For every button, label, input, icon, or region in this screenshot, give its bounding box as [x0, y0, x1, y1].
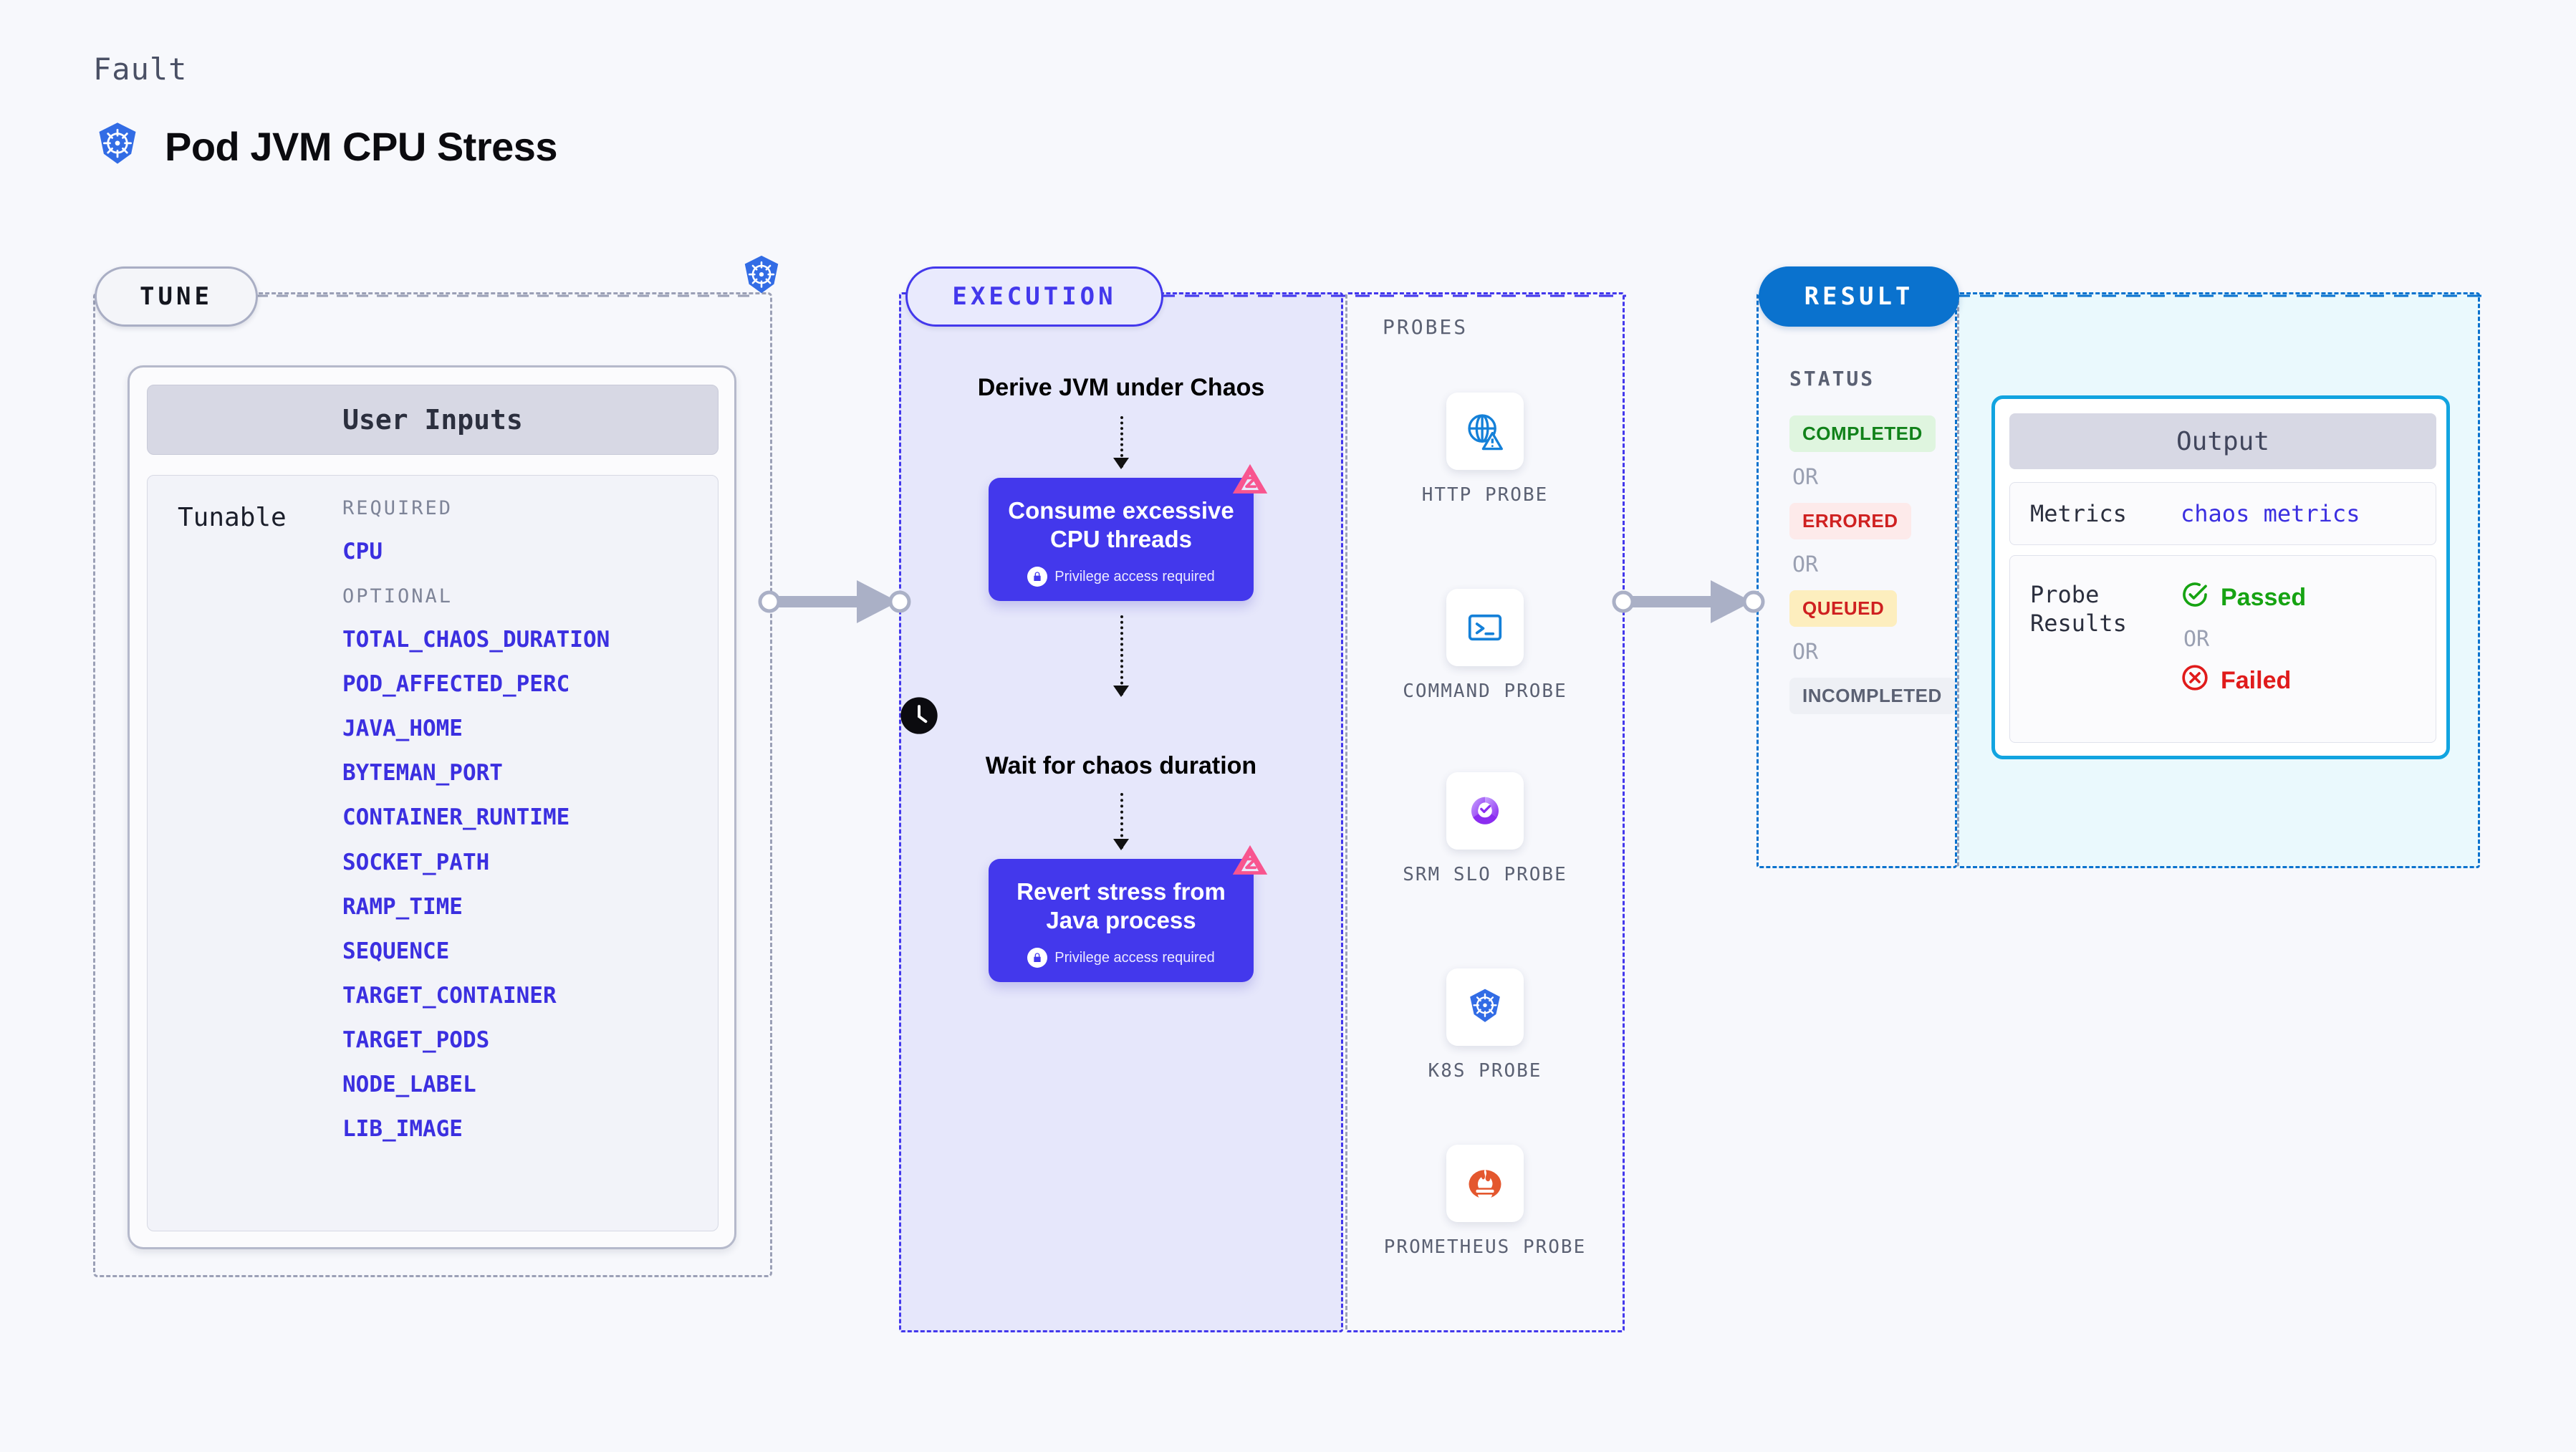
output-card: Output Metrics chaos metrics Probe Resul… [1991, 395, 2450, 759]
status-badge-incompleted: INCOMPLETED [1789, 678, 1955, 714]
check-circle-icon [2181, 580, 2209, 615]
probe-label: PROMETHEUS PROBE [1383, 1236, 1587, 1258]
privilege-text: Privilege access required [1054, 949, 1215, 966]
terminal-icon [1446, 589, 1524, 666]
prometheus-icon [1446, 1145, 1524, 1222]
srm-slo-icon [1446, 772, 1524, 850]
param-ramp-time[interactable]: RAMP_TIME [342, 893, 463, 920]
probe-http[interactable]: HTTP PROBE [1378, 393, 1592, 508]
status-list: COMPLETED OR ERRORED OR QUEUED OR INCOMP… [1789, 415, 1961, 714]
optional-heading: OPTIONAL [342, 585, 453, 608]
metrics-link[interactable]: chaos metrics [2181, 500, 2360, 527]
probe-results-key: Probe Results [2030, 581, 2127, 637]
status-badge-queued: QUEUED [1789, 590, 1898, 627]
passed-label: Passed [2221, 584, 2307, 611]
status-badge-errored: ERRORED [1789, 503, 1911, 539]
step-wait-chaos-duration: Wait for chaos duration [985, 752, 1257, 779]
param-node-label[interactable]: NODE_LABEL [342, 1072, 476, 1098]
result-dashed-link [1956, 294, 2482, 297]
flow-arrow-2 [1113, 615, 1129, 697]
tune-section [93, 292, 772, 1277]
probe-label: HTTP PROBE [1421, 484, 1549, 506]
execution-dashed-link [1160, 294, 1626, 297]
tune-to-execution-arrow [758, 580, 911, 623]
kubernetes-icon [1446, 968, 1524, 1046]
status-or-2: OR [1792, 552, 1819, 577]
probe-label: K8S PROBE [1428, 1060, 1542, 1082]
kubernetes-icon [739, 254, 784, 302]
status-title: STATUS [1789, 367, 1875, 390]
param-target-container[interactable]: TARGET_CONTAINER [342, 982, 557, 1009]
parameter-list: REQUIRED CPU OPTIONAL TOTAL_CHAOS_DURATI… [342, 497, 701, 1161]
status-badge-completed: COMPLETED [1789, 415, 1936, 452]
param-cpu[interactable]: CPU [342, 539, 383, 564]
globe-warning-icon [1446, 393, 1524, 470]
step-title: Revert stress from Java process [1017, 878, 1226, 933]
execution-to-result-arrow [1612, 580, 1765, 623]
step-title: Consume excessive CPU threads [1008, 496, 1234, 552]
required-heading: REQUIRED [342, 497, 453, 519]
clock-icon [899, 696, 1343, 739]
probe-prometheus[interactable]: PROMETHEUS PROBE [1378, 1145, 1592, 1260]
probe-result-passed: Passed [2181, 580, 2306, 615]
probe-command[interactable]: COMMAND PROBE [1378, 589, 1592, 704]
param-total-chaos-duration[interactable]: TOTAL_CHAOS_DURATION [342, 627, 610, 653]
result-pill[interactable]: RESULT [1759, 266, 1959, 327]
output-header: Output [2009, 413, 2436, 469]
kubernetes-icon [93, 120, 142, 173]
probe-result-values: Passed OR Failed [2181, 580, 2306, 698]
flow-arrow-1 [1113, 415, 1129, 469]
lock-icon [1027, 948, 1048, 968]
failed-label: Failed [2221, 667, 2292, 694]
tunable-panel: Tunable REQUIRED CPU OPTIONAL TOTAL_CHAO… [147, 475, 719, 1231]
probe-result-failed: Failed [2181, 663, 2306, 698]
param-byteman-port[interactable]: BYTEMAN_PORT [342, 760, 503, 787]
flow-arrow-3 [1113, 792, 1129, 850]
param-target-pods[interactable]: TARGET_PODS [342, 1027, 490, 1053]
privilege-note: Privilege access required [1004, 567, 1238, 587]
step-revert-stress[interactable]: Revert stress from Java process Privileg… [989, 845, 1268, 982]
lock-icon [1027, 567, 1048, 587]
x-circle-icon [2181, 663, 2209, 698]
metrics-key: Metrics [2030, 500, 2127, 527]
output-probe-results-row: Probe Results Passed OR [2009, 555, 2436, 743]
param-java-home[interactable]: JAVA_HOME [342, 716, 463, 742]
step-consume-cpu-threads[interactable]: Consume excessive CPU threads Privilege … [989, 463, 1268, 601]
tune-pill[interactable]: TUNE [95, 266, 258, 327]
page-title-text: Pod JVM CPU Stress [165, 124, 558, 169]
probe-label: COMMAND PROBE [1403, 681, 1567, 702]
param-container-runtime[interactable]: CONTAINER_RUNTIME [342, 804, 570, 831]
fault-eyebrow: Fault [93, 52, 188, 87]
probe-k8s[interactable]: K8S PROBE [1378, 968, 1592, 1084]
user-inputs-card: User Inputs Tunable REQUIRED CPU OPTIONA… [128, 365, 736, 1249]
litmus-icon [1229, 842, 1271, 887]
probe-label: SRM SLO PROBE [1403, 864, 1567, 885]
probe-srm-slo[interactable]: SRM SLO PROBE [1378, 772, 1592, 888]
probes-title: PROBES [1383, 315, 1469, 339]
status-or-3: OR [1792, 640, 1819, 665]
param-pod-affected-perc[interactable]: POD_AFFECTED_PERC [342, 671, 570, 698]
param-sequence[interactable]: SEQUENCE [342, 938, 450, 964]
litmus-icon [1229, 461, 1271, 506]
privilege-text: Privilege access required [1054, 568, 1215, 585]
output-metrics-row: Metrics chaos metrics [2009, 482, 2436, 545]
privilege-note: Privilege access required [1004, 948, 1238, 968]
tunable-label: Tunable [178, 503, 287, 532]
result-status-section [1756, 292, 1957, 868]
execution-pill[interactable]: EXECUTION [905, 266, 1163, 327]
step-derive-jvm: Derive JVM under Chaos [977, 374, 1265, 401]
execution-flow: Derive JVM under Chaos Consume excessive… [899, 372, 1343, 982]
status-or-1: OR [1792, 465, 1819, 490]
probe-result-or: OR [2183, 627, 2210, 652]
tune-dashed-link [256, 294, 758, 297]
param-lib-image[interactable]: LIB_IMAGE [342, 1116, 463, 1143]
param-socket-path[interactable]: SOCKET_PATH [342, 849, 490, 875]
page-title: Pod JVM CPU Stress [93, 120, 558, 173]
user-inputs-header: User Inputs [147, 385, 719, 455]
